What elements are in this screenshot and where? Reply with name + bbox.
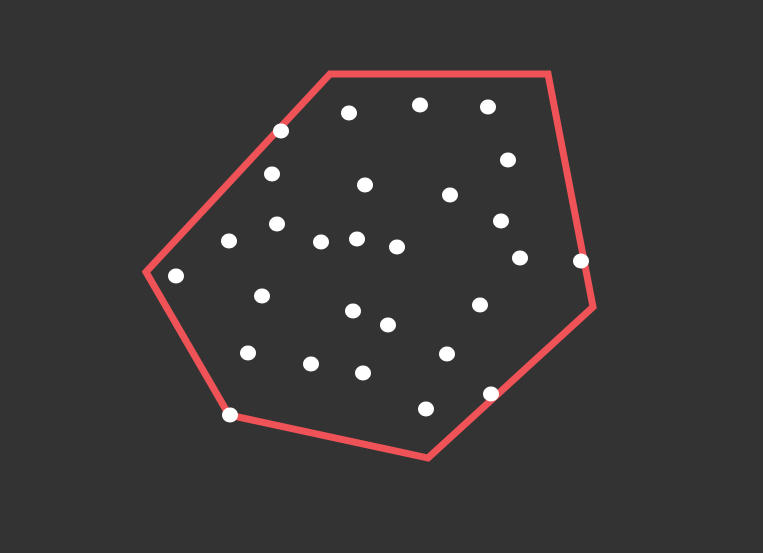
point-17: [168, 268, 184, 284]
point-23: [303, 356, 319, 372]
point-7: [357, 177, 373, 193]
point-9: [493, 213, 509, 229]
convex-hull-polygon: [141, 70, 597, 462]
point-26: [418, 401, 434, 417]
point-15: [512, 250, 528, 266]
point-10: [221, 233, 237, 249]
point-24: [355, 365, 371, 381]
point-4: [480, 99, 496, 115]
point-14: [389, 239, 405, 255]
point-11: [269, 216, 285, 232]
point-13: [349, 231, 365, 247]
point-20: [380, 317, 396, 333]
point-8: [442, 187, 458, 203]
point-3: [412, 97, 428, 113]
point-16: [573, 253, 589, 269]
points-layer: [168, 97, 589, 423]
point-21: [472, 297, 488, 313]
point-25: [439, 346, 455, 362]
point-27: [483, 386, 499, 402]
point-12: [313, 234, 329, 250]
point-28: [222, 407, 238, 423]
point-6: [264, 166, 280, 182]
point-22: [240, 345, 256, 361]
point-18: [254, 288, 270, 304]
point-1: [273, 123, 289, 139]
point-19: [345, 303, 361, 319]
point-5: [500, 152, 516, 168]
point-2: [341, 105, 357, 121]
